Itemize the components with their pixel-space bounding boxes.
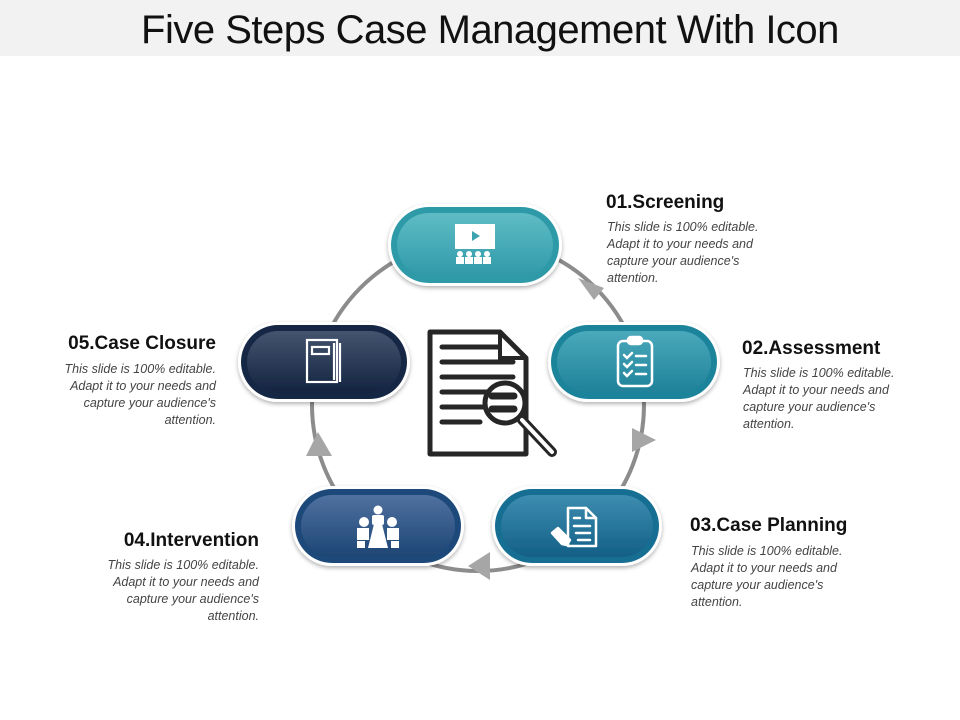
step-1-description: This slide is 100% editable. Adapt it to… [607, 220, 759, 285]
step-2-description: This slide is 100% editable. Adapt it to… [743, 366, 895, 431]
meeting-table-icon [357, 505, 399, 548]
step-4-title: 04.Intervention [123, 530, 259, 551]
step-3-description: This slide is 100% editable. Adapt it to… [691, 544, 843, 609]
arrow-2-to-3 [632, 428, 656, 452]
title-bar [0, 0, 960, 56]
step-5-pill[interactable] [238, 322, 410, 402]
arrow-1-to-2 [578, 278, 604, 300]
step-5-title: 05.Case Closure [68, 333, 216, 354]
arrow-4-to-5 [306, 432, 332, 456]
step-5-description: This slide is 100% editable. Adapt it to… [64, 362, 216, 427]
arrow-3-to-4 [468, 552, 490, 580]
step-3-title: 03.Case Planning [690, 515, 848, 536]
step-2-pill[interactable] [548, 322, 720, 402]
clipboard-checklist-icon [616, 335, 654, 388]
document-pencil-icon [550, 506, 598, 548]
page-title: Five Steps Case Management With Icon [141, 8, 839, 52]
step-4-description: This slide is 100% editable. Adapt it to… [107, 558, 259, 623]
notebook-icon [305, 338, 342, 384]
step-2-title: 02.Assessment [742, 338, 881, 359]
step-1-title: 01.Screening [606, 192, 725, 213]
presentation-audience-icon [455, 224, 495, 264]
document-search-icon [427, 329, 557, 457]
